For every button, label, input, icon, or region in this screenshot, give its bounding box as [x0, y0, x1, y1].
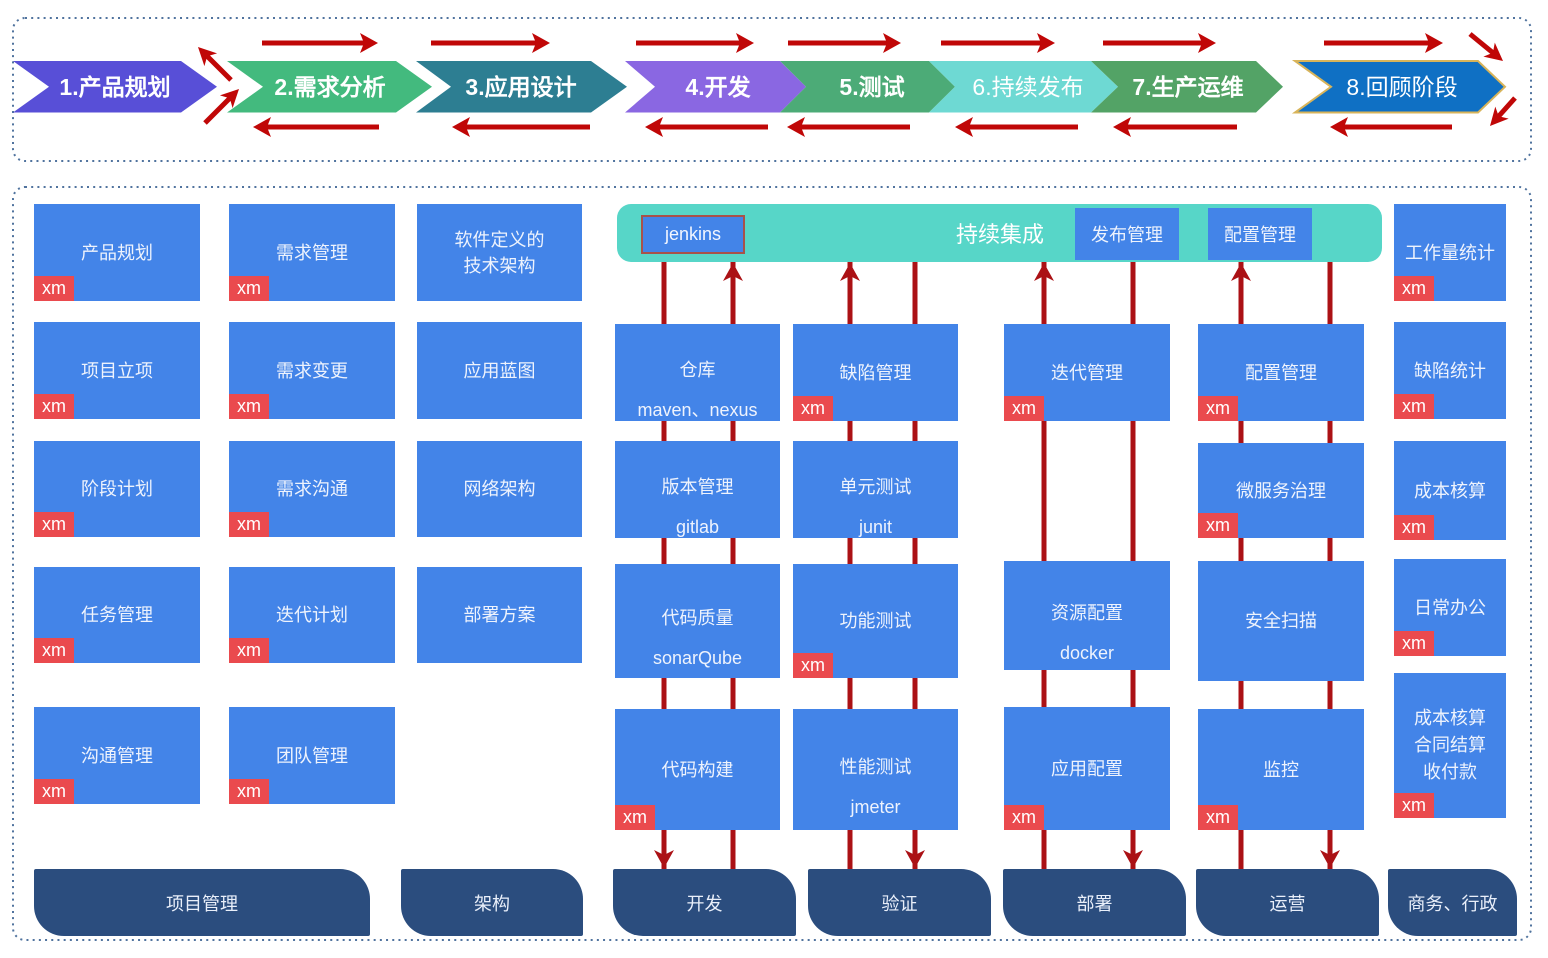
svg-text:5.测试: 5.测试: [839, 74, 904, 100]
svg-text:2.需求分析: 2.需求分析: [274, 74, 385, 100]
svg-text:8.回顾阶段: 8.回顾阶段: [1346, 74, 1457, 100]
svg-text:4.开发: 4.开发: [685, 74, 750, 100]
svg-text:3.应用设计: 3.应用设计: [465, 74, 576, 100]
svg-text:7.生产运维: 7.生产运维: [1132, 74, 1243, 100]
svg-text:1.产品规划: 1.产品规划: [59, 74, 170, 100]
svg-text:6.持续发布: 6.持续发布: [972, 74, 1083, 100]
